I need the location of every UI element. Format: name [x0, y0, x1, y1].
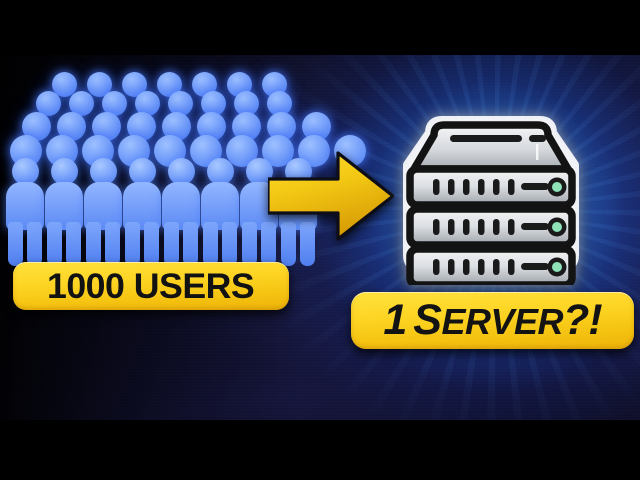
figure-head [89, 158, 117, 185]
figure-head [11, 158, 39, 185]
arrow-shape [268, 151, 394, 241]
user-head-icon [135, 91, 160, 116]
figure-leg [242, 222, 257, 266]
user-figure-icon [162, 158, 200, 266]
figure-leg [164, 222, 179, 266]
figure-leg [27, 222, 42, 266]
server-unit [406, 165, 576, 209]
server-led [552, 222, 562, 232]
server-led [552, 182, 562, 192]
server-bar [521, 183, 549, 190]
figure-head [128, 158, 156, 185]
figure-head [167, 158, 195, 185]
users-label-text: 1000 USERS [47, 266, 255, 306]
figure-leg [8, 222, 23, 266]
server-bar [521, 223, 549, 230]
server-label-marks: ?! [563, 296, 603, 344]
figure-leg [144, 222, 159, 266]
crowd-row-back [52, 72, 342, 97]
user-head-icon [102, 91, 127, 116]
server-rack-icon [403, 116, 579, 285]
user-figure-icon [123, 158, 161, 266]
top-slot-long [450, 135, 522, 142]
crowd-of-users [6, 72, 366, 267]
server-label: 1 SERVER ?! [351, 292, 634, 349]
server-label-number: 1 [383, 296, 408, 344]
server-unit [406, 245, 576, 285]
letterbox-bottom [0, 420, 640, 480]
top-slot-short [529, 135, 546, 142]
user-head-icon [36, 91, 61, 116]
figure-leg [105, 222, 120, 266]
user-figure-icon [45, 158, 83, 266]
server-label-word-initial: S [413, 296, 442, 344]
server-led [552, 262, 562, 272]
user-head-icon [201, 91, 226, 116]
user-head-icon [69, 91, 94, 116]
figure-head [50, 158, 78, 185]
crowd-row [36, 91, 326, 116]
figure-leg [125, 222, 140, 266]
user-head-icon [168, 91, 193, 116]
user-figure-icon [6, 158, 44, 266]
figure-leg [183, 222, 198, 266]
figure-leg [203, 222, 218, 266]
user-figure-icon [84, 158, 122, 266]
server-label-word-rest: ERVER [441, 301, 564, 342]
figure-head [206, 158, 234, 185]
server-label-text: 1 SERVER ?! [383, 296, 603, 344]
user-head-icon [234, 91, 259, 116]
users-label: 1000 USERS [13, 262, 289, 310]
figure-leg [47, 222, 62, 266]
server-unit [406, 205, 576, 249]
figure-leg [86, 222, 101, 266]
server-bar [521, 263, 549, 270]
figure-leg [66, 222, 81, 266]
top-highlight [536, 144, 539, 160]
letterbox-top [0, 0, 640, 55]
server-top-panel [410, 121, 572, 173]
right-arrow-icon [268, 151, 394, 241]
figure-leg [222, 222, 237, 266]
server-label-word: SERVER [413, 299, 563, 342]
user-figure-icon [201, 158, 239, 266]
